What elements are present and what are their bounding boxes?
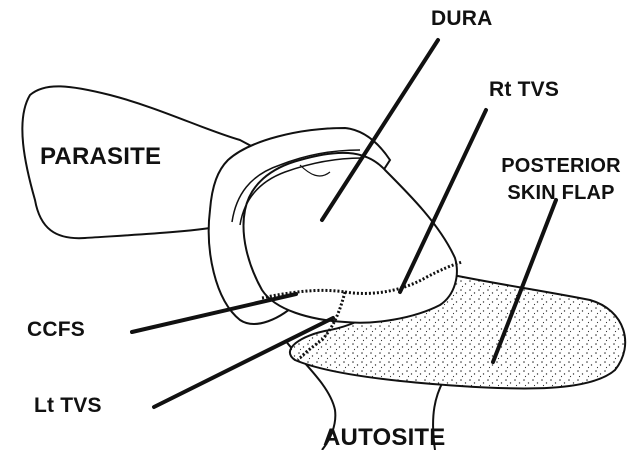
label-dura: DURA (431, 7, 492, 31)
label-posterior-line1: POSTERIOR (482, 153, 640, 180)
label-parasite: PARASITE (40, 143, 161, 171)
label-posterior-line2: SKIN FLAP (482, 180, 640, 207)
label-lt-tvs: Lt TVS (34, 394, 102, 418)
label-autosite: AUTOSITE (323, 424, 446, 450)
label-posterior-skin-flap: POSTERIOR SKIN FLAP (482, 153, 640, 207)
label-rt-tvs: Rt TVS (489, 78, 559, 102)
label-ccfs: CCFS (27, 318, 85, 342)
